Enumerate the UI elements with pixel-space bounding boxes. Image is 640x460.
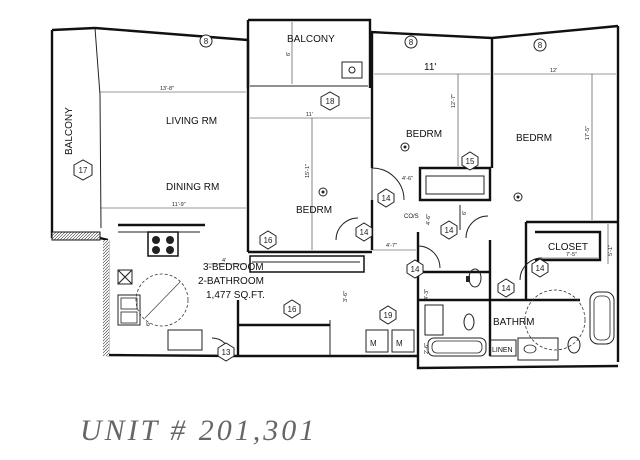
living-room-label: LIVING RM bbox=[166, 116, 217, 127]
tag-hex: 16 bbox=[283, 299, 301, 319]
dim-bed-center-depth: 12'-7" bbox=[451, 94, 457, 108]
tag-hex: 14 bbox=[355, 222, 373, 242]
bedroom-right-label: BEDRM bbox=[516, 133, 552, 144]
linen-label: LINEN bbox=[492, 347, 513, 354]
dim-living-width: 13'-8" bbox=[160, 86, 174, 92]
tag-hex: 18 bbox=[320, 91, 340, 111]
dim-bed-mid-depth: 15'-1" bbox=[305, 164, 311, 178]
tag-hex: 14 bbox=[404, 145, 420, 163]
tag-hex: 15 bbox=[461, 151, 479, 171]
dim-bed-right-depth: 17'-5" bbox=[585, 126, 591, 140]
balcony-top-label: BALCONY bbox=[287, 34, 335, 45]
dim-hall-b: 4' bbox=[222, 258, 226, 264]
tag-hex: 16 bbox=[259, 230, 277, 250]
tag-hex: 19 bbox=[379, 305, 397, 325]
doors bbox=[211, 167, 543, 357]
dim-bed-right-width: 12' bbox=[550, 68, 557, 74]
tag-hex: 14 bbox=[406, 259, 424, 279]
closet-label: CLOSET bbox=[548, 242, 588, 253]
bath-fixtures: M M bbox=[365, 268, 615, 361]
svg-text:M: M bbox=[396, 339, 403, 348]
dim-small-e: 4'-6" bbox=[426, 214, 432, 225]
svg-text:15: 15 bbox=[466, 157, 475, 166]
left-balcony bbox=[50, 26, 102, 241]
dim-small-a: 4'-6" bbox=[402, 176, 413, 182]
dim-kitchen-depth: 6' bbox=[146, 322, 152, 326]
svg-text:M: M bbox=[370, 339, 377, 348]
unit-info: 3-BEDROOM 2-BATHROOM 1,477 SQ.FT. bbox=[198, 262, 265, 301]
bathroom-label: BATHRM bbox=[493, 317, 534, 328]
svg-text:14: 14 bbox=[382, 194, 391, 203]
dimension-lines bbox=[100, 22, 616, 265]
unit-info-bathrooms: 2-BATHROOM bbox=[198, 276, 264, 287]
svg-text:14: 14 bbox=[502, 284, 511, 293]
unit-info-area: 1,477 SQ.FT. bbox=[206, 290, 265, 301]
svg-text:8: 8 bbox=[409, 38, 414, 47]
svg-text:8: 8 bbox=[204, 37, 209, 46]
svg-text:16: 16 bbox=[264, 236, 273, 245]
dim-hall-a: 4'-7" bbox=[386, 243, 397, 249]
bedroom-center-label: BEDRM bbox=[406, 129, 442, 140]
dim-closet-depth: 5'-1" bbox=[608, 245, 614, 256]
svg-text:17: 17 bbox=[79, 166, 88, 175]
dim-dining-width: 11'-9" bbox=[172, 202, 186, 208]
svg-text:14: 14 bbox=[360, 228, 369, 237]
ceiling-fixtures bbox=[318, 61, 523, 202]
dim-balcony-top-depth: 6' bbox=[286, 52, 292, 56]
svg-text:18: 18 bbox=[326, 97, 335, 106]
tag-hex: 14 bbox=[440, 220, 458, 240]
dim-closet-width: 7'-5" bbox=[566, 252, 577, 258]
dining-room-label: DINING RM bbox=[166, 182, 219, 193]
svg-text:14: 14 bbox=[536, 264, 545, 273]
tag-circle: 8 bbox=[404, 35, 418, 49]
svg-text:16: 16 bbox=[288, 305, 297, 314]
svg-text:14: 14 bbox=[411, 265, 420, 274]
tag-hex: 14 bbox=[497, 278, 515, 298]
unit-info-bedrooms: 3-BEDROOM bbox=[203, 262, 264, 273]
unit-title: UNIT # 201,301 bbox=[80, 414, 318, 447]
tag-hex: 13 bbox=[217, 342, 235, 362]
dim-small-c: 4'-3" bbox=[424, 289, 430, 300]
balcony-left-label: BALCONY bbox=[64, 107, 75, 155]
dim-bed-center-width: 11' bbox=[424, 62, 436, 73]
dim-small-d: 3'-6" bbox=[343, 291, 349, 302]
dim-small-b: 6' bbox=[462, 211, 468, 215]
room-tags: 8 8 8 17 18 16 14 15 bbox=[73, 34, 549, 362]
svg-text:13: 13 bbox=[222, 348, 231, 357]
tag-hex: 17 bbox=[73, 159, 93, 181]
bedroom-mid-label: BEDRM bbox=[296, 205, 332, 216]
dim-small-f: 2'-6" bbox=[424, 343, 430, 354]
svg-text:19: 19 bbox=[384, 311, 393, 320]
kitchen-fixtures bbox=[117, 231, 203, 351]
tag-circle: 8 bbox=[533, 38, 547, 52]
tag-hex: 14 bbox=[377, 188, 395, 208]
dim-bed-mid-width: 11' bbox=[306, 112, 313, 118]
svg-text:14: 14 bbox=[445, 226, 454, 235]
outer-walls bbox=[94, 24, 620, 370]
interior-walls bbox=[118, 32, 618, 356]
tag-hex: 14 bbox=[531, 258, 549, 278]
cos-label: CO/S bbox=[404, 214, 419, 220]
tag-circle: 8 bbox=[199, 34, 213, 48]
svg-text:8: 8 bbox=[538, 41, 543, 50]
